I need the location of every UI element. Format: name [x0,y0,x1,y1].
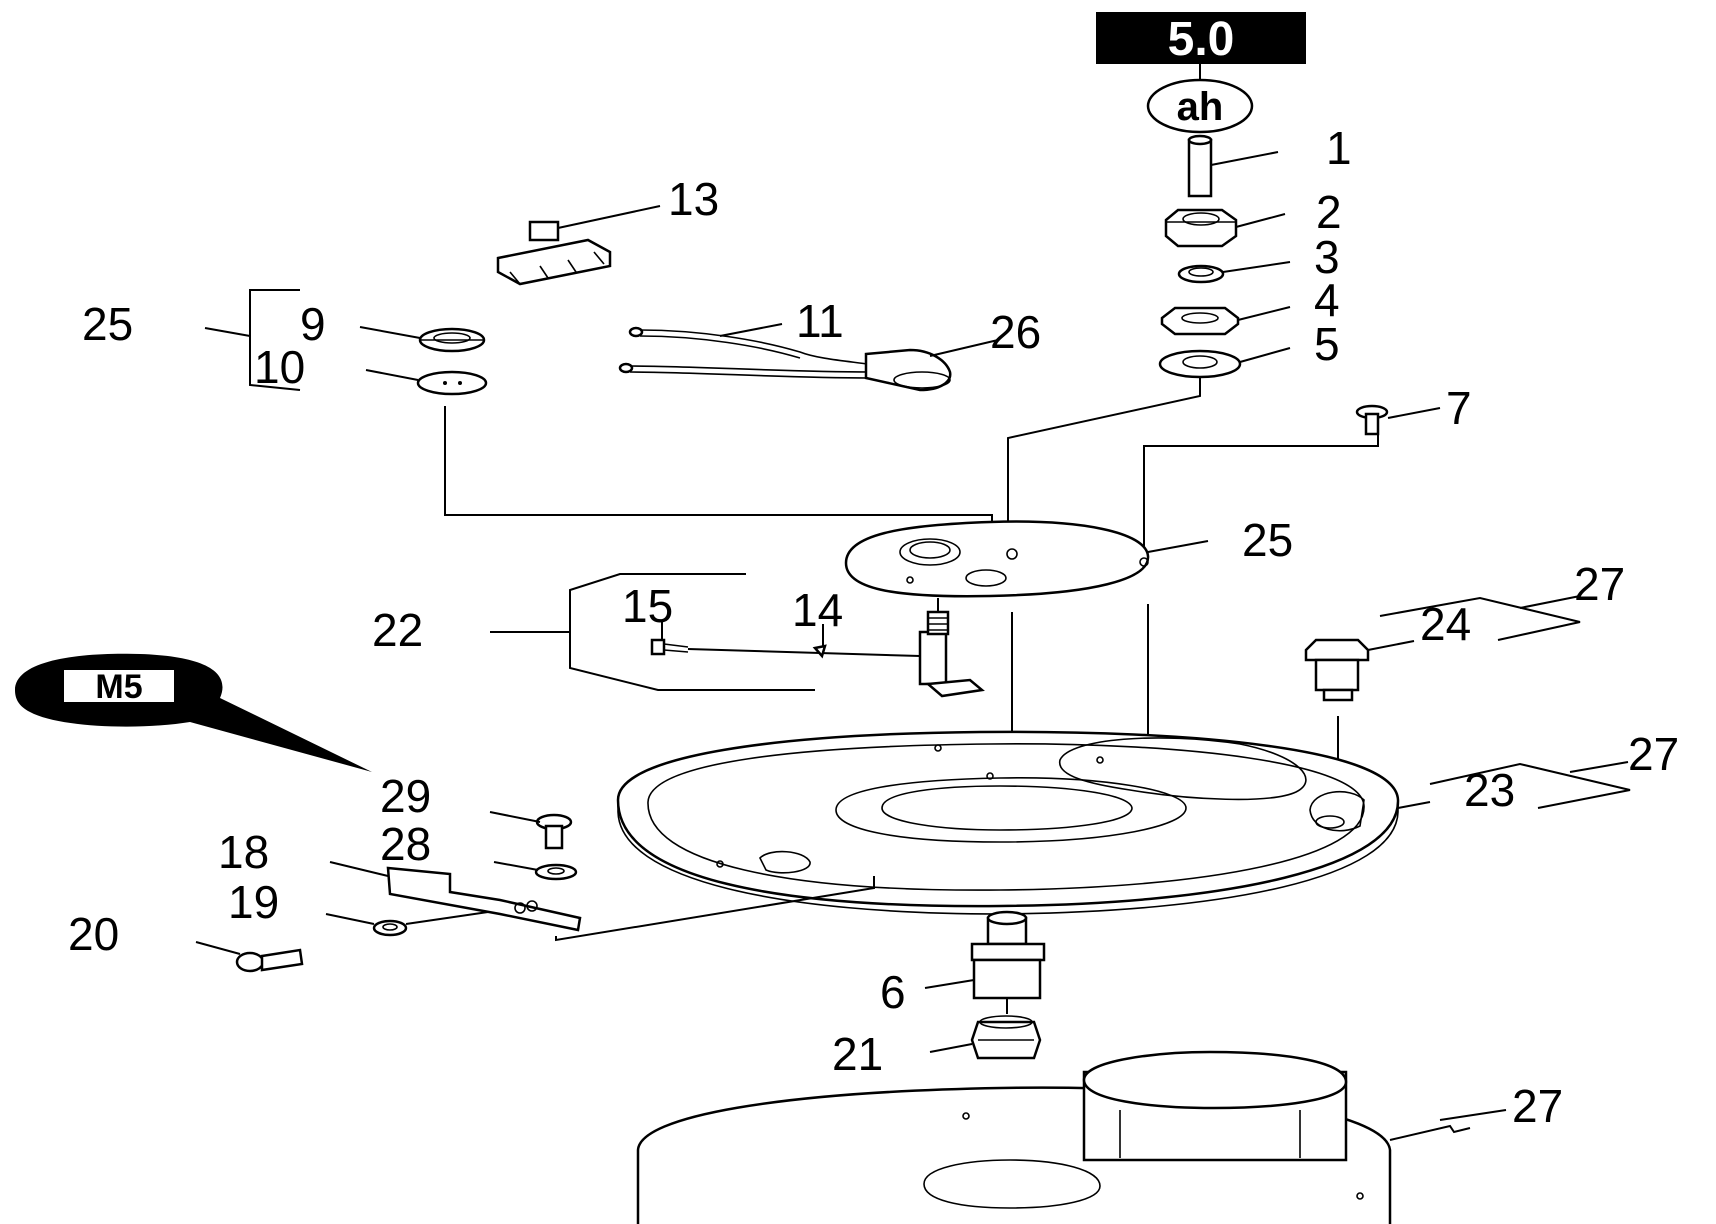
part-15-screw [650,622,921,657]
label-part-2: 2 [1316,186,1342,238]
label-part-27-housing: 27 [1512,1080,1563,1132]
label-part-13: 13 [668,173,719,225]
part-1-rod [1187,134,1213,198]
label-part-1: 1 [1326,122,1352,174]
part-18-bracket [329,861,582,932]
label-part-6: 6 [880,966,906,1018]
part-23-base-plate [616,730,1431,915]
label-part-27-bolt: 27 [1574,558,1625,610]
section-badge-text: 5.0 [1168,13,1235,66]
label-part-3: 3 [1314,231,1340,283]
part-25-top-plate [844,520,1209,598]
part-21-nut [929,1015,1042,1060]
part-28-washer [493,861,578,881]
label-part-25-bracket: 25 [82,298,133,350]
label-part-11: 11 [796,295,844,347]
label-part-14: 14 [792,584,843,636]
part-3-washer [1177,264,1225,284]
part-2-hex-nut [1164,208,1238,248]
label-part-15: 15 [622,580,673,632]
label-part-26: 26 [990,306,1041,358]
part-11-wire-harness [618,323,881,379]
part-14-set-screw [812,624,827,659]
label-part-25-plate: 25 [1242,514,1293,566]
part-9-star-washer [418,327,486,353]
part-10-disc [416,370,488,396]
label-part-24: 24 [1420,598,1471,650]
label-part-20: 20 [68,908,119,960]
label-part-10: 10 [254,341,305,393]
label-part-9: 9 [300,298,326,350]
part-4-lock-nut [1160,306,1240,336]
part-6-fitting [924,910,1046,1014]
label-part-27-plate: 27 [1628,728,1679,780]
label-part-7: 7 [1446,382,1472,434]
label-part-28: 28 [380,818,431,870]
bottom-housing [636,1050,1507,1224]
part-19-washer [325,911,489,937]
label-part-22: 22 [372,604,423,656]
part-13-wire-clip [496,205,661,286]
m5-callout-text: M5 [95,668,142,706]
part-20-screw [195,941,304,973]
part-7-screw [1355,404,1441,436]
part-29-screw [489,811,573,850]
m5-callout: M5 [15,653,372,772]
label-part-5: 5 [1314,318,1340,370]
label-part-21: 21 [832,1028,883,1080]
part-5-flat-washer [1158,349,1242,379]
label-part-18: 18 [218,826,269,878]
label-part-19: 19 [228,876,279,928]
part-26-connector [864,339,999,392]
part-labels: 1 2 3 4 5 6 7 9 10 11 13 14 15 18 19 20 … [68,122,1679,1132]
label-part-29: 29 [380,770,431,822]
variant-oval-text: ah [1177,85,1224,129]
part-22-sensor [918,598,985,698]
variant-oval: ah [1146,78,1254,134]
section-badge: 5.0 [1096,12,1306,66]
label-part-4: 4 [1314,274,1340,326]
label-part-23: 23 [1464,764,1515,816]
